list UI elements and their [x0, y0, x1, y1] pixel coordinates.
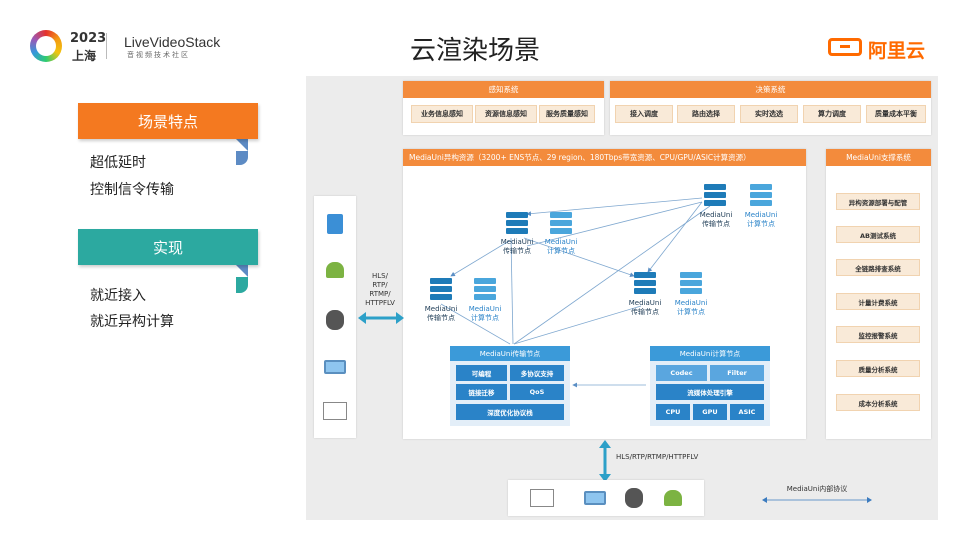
ribbon-fold-shape — [236, 265, 248, 277]
perception-item: 资源信息感知 — [475, 105, 537, 123]
transport-capability: QoS — [510, 384, 564, 400]
brand-name: LiveVideoStack — [124, 34, 221, 50]
decision-item: 路由选择 — [677, 105, 735, 123]
compute-capability: ASIC — [730, 404, 764, 420]
ribbon-fold-shape — [236, 277, 248, 293]
transport-node-detail: MediaUni传输节点 可编程 多协议支持 链接迁移 QoS 深度优化协议栈 — [450, 346, 570, 426]
decision-item: 接入调度 — [615, 105, 673, 123]
apple-icon — [625, 488, 643, 508]
transport-capability: 深度优化协议栈 — [456, 404, 564, 420]
architecture-diagram: 感知系统 业务信息感知 资源信息感知 服务质量感知 决策系统 接入调度 路由选择… — [306, 76, 938, 520]
support-item: 全链路排查系统 — [836, 259, 920, 276]
laptop-icon — [584, 491, 606, 505]
compute-capability: Codec — [656, 365, 707, 381]
compute-capability: GPU — [693, 404, 727, 420]
perception-system-box: 感知系统 业务信息感知 资源信息感知 服务质量感知 — [403, 81, 604, 135]
section-title-implementation: 实现 — [78, 229, 258, 265]
event-year: 2023 — [70, 31, 107, 46]
internal-protocol-arrow — [762, 497, 872, 503]
decision-item: 实时选选 — [740, 105, 798, 123]
ribbon-fold-shape — [236, 139, 248, 151]
app-icon — [327, 214, 343, 234]
compute-node-detail: MediaUni计算节点 Codec Filter 流媒体处理引擎 CPU GP… — [650, 346, 770, 426]
section-title-features: 场景特点 — [78, 103, 258, 139]
bottom-protocol-label: HLS/RTP/RTMP/HTTPFLV — [616, 453, 699, 461]
laptop-icon — [324, 360, 346, 374]
company-name: 阿里云 — [868, 40, 926, 62]
android-icon — [326, 262, 344, 278]
perception-item: 服务质量感知 — [539, 105, 595, 123]
implementation-item: 就近异构计算 — [90, 314, 174, 330]
support-system-title: MediaUni支撑系统 — [826, 149, 931, 166]
browser-icon — [323, 402, 347, 420]
perception-item: 业务信息感知 — [411, 105, 473, 123]
support-system-box: MediaUni支撑系统 异构资源部署与配管 AB测试系统 全链路排查系统 计量… — [826, 149, 931, 439]
compute-node-server-icon — [550, 212, 572, 236]
compute-capability: CPU — [656, 404, 690, 420]
event-city: 上海 — [72, 49, 97, 63]
support-item: 计量计费系统 — [836, 293, 920, 310]
support-item: 异构资源部署与配管 — [836, 193, 920, 210]
left-protocol-label: HLS/RTP/RTMP/HTTPFLV — [365, 272, 395, 307]
decision-item: 质量成本平衡 — [866, 105, 926, 123]
conference-logo-icon — [30, 30, 62, 62]
support-item: 成本分析系统 — [836, 394, 920, 411]
internal-protocol-label: MediaUni内部协议 — [772, 485, 862, 494]
transport-node-detail-title: MediaUni传输节点 — [450, 346, 570, 361]
transport-node-server-icon — [634, 272, 656, 296]
client-devices-row — [508, 480, 704, 516]
resources-title: MediaUni异构资源（3200+ ENS节点、29 region、180Tb… — [403, 149, 806, 166]
client-devices-column — [314, 196, 356, 438]
transport-node-server-icon — [704, 184, 726, 208]
page-title: 云渲染场景 — [410, 36, 541, 66]
aliyun-logo-icon — [828, 38, 862, 56]
decision-system-title: 决策系统 — [610, 81, 931, 98]
feature-item: 控制信令传输 — [90, 182, 174, 198]
compute-node-server-icon — [474, 278, 496, 302]
brand-subtitle: 音视频技术社区 — [127, 51, 190, 59]
decision-system-box: 决策系统 接入调度 路由选择 实时选选 算力调度 质量成本平衡 — [610, 81, 931, 135]
transport-node-server-icon — [506, 212, 528, 236]
compute-node-server-icon — [680, 272, 702, 296]
decision-item: 算力调度 — [803, 105, 861, 123]
implementation-item: 就近接入 — [90, 288, 146, 304]
transport-capability: 多协议支持 — [510, 365, 564, 381]
compute-capability: Filter — [710, 365, 764, 381]
transport-node-server-icon — [430, 278, 452, 302]
support-item: 质量分析系统 — [836, 360, 920, 377]
left-bidirectional-arrow — [358, 312, 404, 324]
support-item: AB测试系统 — [836, 226, 920, 243]
android-icon — [664, 490, 682, 506]
transport-capability: 链接迁移 — [456, 384, 507, 400]
network-lines — [440, 197, 711, 388]
apple-icon — [326, 310, 344, 330]
perception-system-title: 感知系统 — [403, 81, 604, 98]
browser-icon — [530, 489, 554, 507]
compute-node-server-icon — [750, 184, 772, 208]
compute-capability: 流媒体处理引擎 — [656, 384, 764, 400]
feature-item: 超低延时 — [90, 155, 146, 171]
bottom-bidirectional-arrow — [599, 440, 611, 482]
compute-node-detail-title: MediaUni计算节点 — [650, 346, 770, 361]
support-item: 监控报警系统 — [836, 326, 920, 343]
header-divider — [106, 33, 107, 59]
ribbon-fold-shape — [236, 151, 248, 165]
transport-capability: 可编程 — [456, 365, 507, 381]
